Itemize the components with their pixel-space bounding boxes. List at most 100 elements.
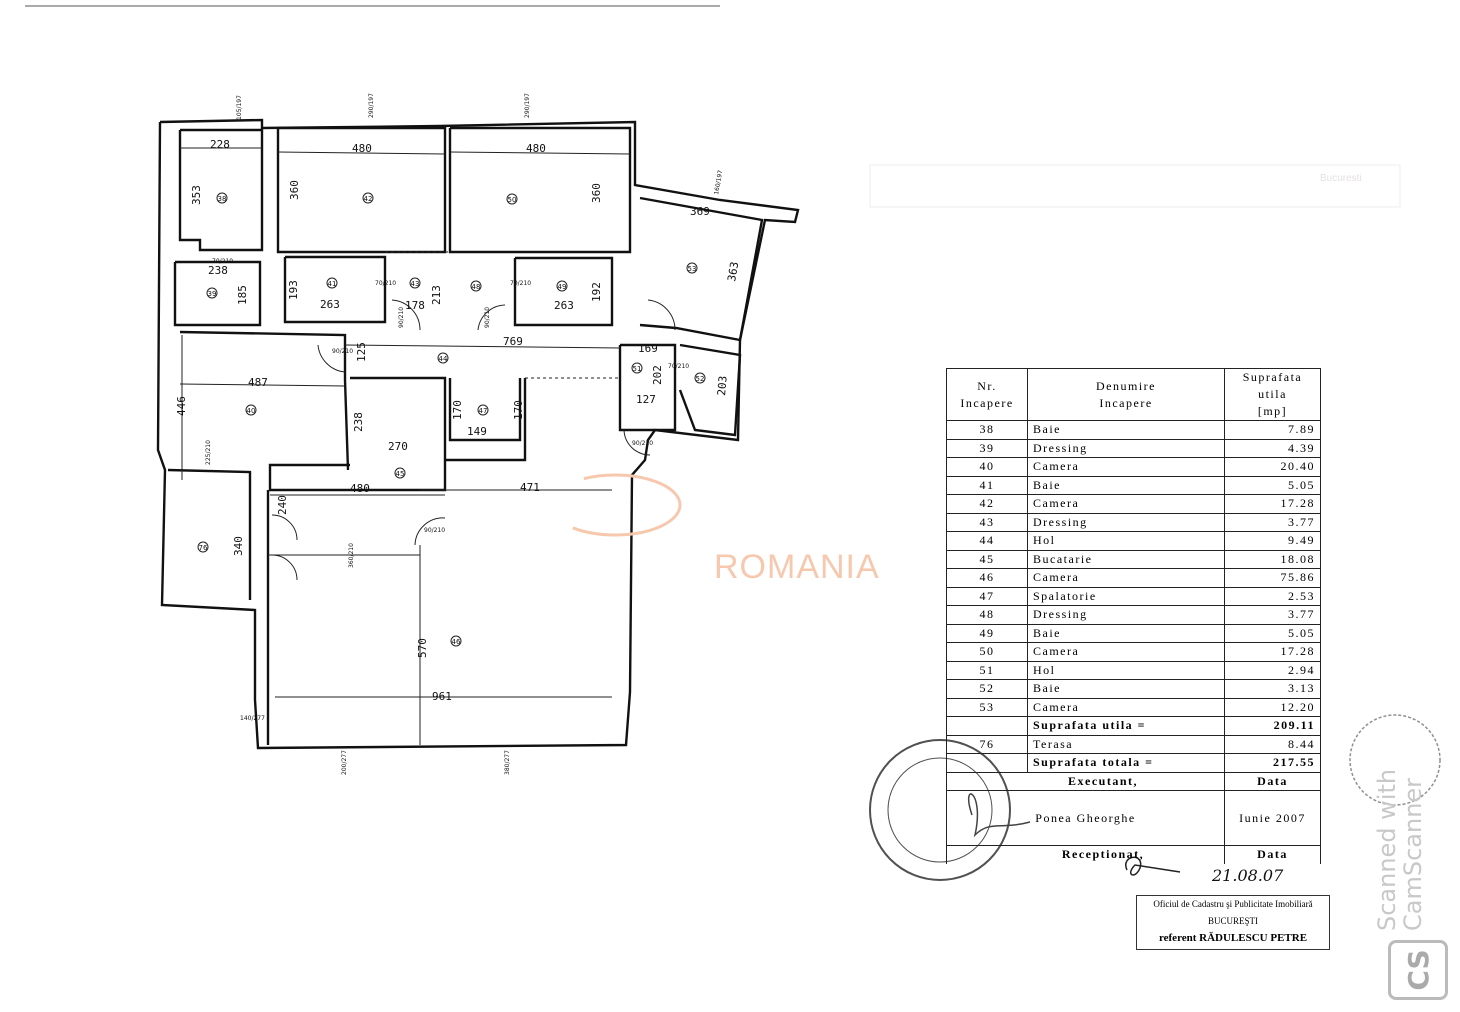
svg-text:263: 263 — [320, 298, 340, 311]
svg-text:50: 50 — [508, 196, 517, 204]
svg-text:290/197: 290/197 — [524, 93, 531, 118]
room-number: 50 — [946, 642, 1028, 662]
svg-text:140/277: 140/277 — [240, 715, 265, 722]
office-stamp: Oficiul de Cadastru şi Publicitate Imobi… — [1136, 895, 1330, 950]
svg-text:45: 45 — [396, 470, 405, 478]
svg-text:170: 170 — [451, 400, 464, 420]
room-47: 47 — [477, 404, 489, 416]
svg-text:360: 360 — [288, 180, 301, 200]
room-name: Camera — [1027, 457, 1225, 477]
room-area: 5.05 — [1224, 475, 1321, 495]
room-area: 75.86 — [1224, 568, 1321, 588]
header-nr: Nr. Incapere — [946, 368, 1028, 421]
room-area: 4.39 — [1224, 438, 1321, 458]
room-number: 38 — [946, 420, 1028, 440]
room-40: 40 — [245, 404, 257, 416]
executant-header-row: Executant,Data — [946, 771, 1321, 791]
room-52: 52 — [694, 372, 706, 384]
svg-text:90/210: 90/210 — [332, 348, 353, 355]
svg-text:51: 51 — [633, 365, 642, 373]
room-number: 41 — [946, 475, 1028, 495]
svg-text:44: 44 — [439, 355, 448, 363]
room-area: 8.44 — [1224, 734, 1321, 754]
watermark-swoosh — [548, 473, 682, 537]
svg-text:360: 360 — [590, 183, 603, 203]
area-table: Nr. Incapere Denumire Incapere Suprafata… — [946, 368, 1321, 864]
svg-text:369: 369 — [690, 205, 710, 218]
svg-text:270: 270 — [388, 440, 408, 453]
svg-text:105/197: 105/197 — [236, 95, 243, 120]
room-area: 2.53 — [1224, 586, 1321, 606]
svg-text:213: 213 — [430, 285, 443, 305]
svg-text:263: 263 — [554, 299, 574, 312]
room-48: 48 — [470, 280, 482, 292]
room-name: Hol — [1027, 531, 1225, 551]
room-number: 39 — [946, 438, 1028, 458]
faint-header-box — [869, 164, 1401, 208]
svg-text:480: 480 — [352, 142, 372, 155]
svg-text:471: 471 — [520, 481, 540, 494]
room-43: 43 — [409, 277, 421, 289]
useful-area-label: Suprafata utila = — [1027, 716, 1225, 736]
svg-text:52: 52 — [696, 375, 705, 383]
table-header: Nr. Incapere Denumire Incapere Suprafata… — [946, 368, 1321, 421]
room-50: 50 — [506, 193, 518, 205]
svg-text:125: 125 — [355, 342, 368, 362]
svg-text:360/210: 360/210 — [348, 543, 355, 568]
room-number: 47 — [946, 586, 1028, 606]
room-name: Spalatorie — [1027, 586, 1225, 606]
svg-text:127: 127 — [636, 393, 656, 406]
room-area: 20.40 — [1224, 457, 1321, 477]
office-stamp-line1: Oficiul de Cadastru şi Publicitate Imobi… — [1153, 899, 1313, 909]
room-name: Baie — [1027, 475, 1225, 495]
svg-text:170: 170 — [512, 400, 525, 420]
room-area: 5.05 — [1224, 623, 1321, 643]
svg-text:90/210: 90/210 — [398, 307, 405, 328]
room-number: 40 — [946, 457, 1028, 477]
room-49: 49 — [556, 280, 568, 292]
svg-text:353: 353 — [190, 185, 203, 205]
room-area: 17.28 — [1224, 642, 1321, 662]
useful-area-value: 209.11 — [1224, 716, 1321, 736]
svg-text:53: 53 — [688, 265, 697, 273]
total-area-value: 217.55 — [1224, 753, 1321, 773]
svg-text:200/277: 200/277 — [341, 750, 348, 775]
room-number: 42 — [946, 494, 1028, 514]
reception-date: 21.08.07 — [1212, 866, 1284, 885]
empty-cell — [946, 753, 1028, 773]
svg-text:961: 961 — [432, 690, 452, 703]
svg-text:193: 193 — [287, 280, 300, 300]
receptionat-date-label: Data — [1224, 845, 1321, 864]
dimensions: 228 353 238 185 480 360 480 360 193 263 … — [175, 138, 741, 703]
executant-name: Ponea Gheorghe — [946, 790, 1225, 846]
svg-text:90/210: 90/210 — [632, 440, 653, 447]
executant-label: Executant, — [946, 771, 1225, 791]
executant-date: Iunie 2007 — [1224, 790, 1321, 846]
room-51: 51 — [631, 362, 643, 374]
room-area: 9.49 — [1224, 531, 1321, 551]
svg-text:340: 340 — [232, 536, 245, 556]
room-area: 17.28 — [1224, 494, 1321, 514]
office-stamp-line3: referent RĂDULESCU PETRE — [1158, 932, 1308, 944]
room-42: 42 — [362, 192, 374, 204]
room-number: 76 — [946, 734, 1028, 754]
total-area-label: Suprafata totala = — [1027, 753, 1225, 773]
svg-text:38: 38 — [218, 195, 227, 203]
svg-text:225/210: 225/210 — [205, 440, 212, 465]
date-label: Data — [1224, 771, 1321, 791]
svg-text:480: 480 — [350, 482, 370, 495]
walls — [156, 118, 800, 750]
svg-text:40: 40 — [247, 407, 256, 415]
svg-text:202: 202 — [651, 365, 664, 385]
svg-text:160/197: 160/197 — [713, 169, 724, 195]
room-name: Camera — [1027, 494, 1225, 514]
room-number: 48 — [946, 605, 1028, 625]
